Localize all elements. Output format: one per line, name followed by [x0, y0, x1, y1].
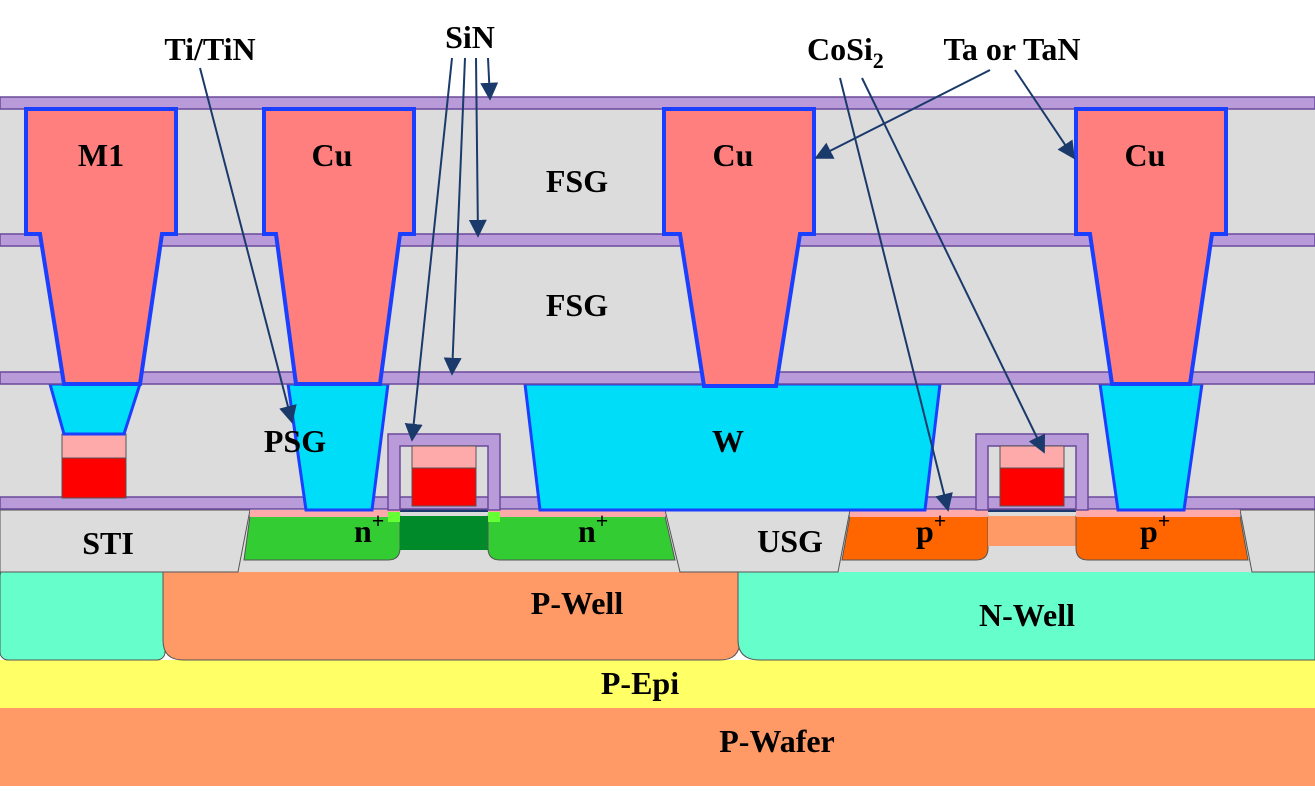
- label-p-plus-2: p+: [1140, 508, 1170, 549]
- label-n-plus-1-sup: +: [372, 508, 385, 533]
- label-p-plus-1-sup: +: [934, 508, 947, 533]
- p-plus-diffusion-left: [841, 515, 989, 561]
- label-cu-2: Cu: [713, 137, 754, 173]
- gate-n-silicide: [411, 445, 477, 469]
- arrow-ti-tin: [199, 67, 297, 424]
- cosi-strip-p1: [850, 510, 988, 517]
- label-fsg-mid: FSG: [546, 287, 608, 323]
- gate-p-poly: [999, 467, 1065, 507]
- field-poly-silicide: [61, 433, 127, 459]
- arrow-sin-3: [468, 57, 487, 238]
- label-w: W: [712, 423, 744, 459]
- label-n-plus-2-sup: +: [596, 508, 609, 533]
- gate-oxide-p: [988, 508, 1076, 512]
- label-fsg-top: FSG: [546, 163, 608, 199]
- label-p-plus-2-letter: p: [1140, 513, 1158, 549]
- sti-block: [0, 509, 251, 573]
- p-well-region: [162, 567, 741, 661]
- label-cosi-subscript: 2: [873, 48, 884, 73]
- cosi-strip-p2: [1076, 510, 1240, 517]
- label-n-well: N-Well: [979, 597, 1075, 633]
- sti-right-block: [1239, 509, 1315, 573]
- n-well-left-region: [0, 567, 166, 661]
- label-n-plus-1: n+: [354, 508, 384, 549]
- n-plus-diffusion-right: [487, 515, 676, 561]
- arrow-sin-1: [404, 57, 453, 442]
- arrow-cosi-2: [861, 77, 1046, 454]
- n-well-right-region: [737, 567, 1315, 661]
- label-ti-tin: Ti/TiN: [164, 31, 255, 67]
- w-plug-p2: [1098, 382, 1204, 512]
- gate-p-silicide: [999, 445, 1065, 469]
- spacer-n-left: [388, 512, 400, 522]
- label-m1: M1: [78, 137, 124, 173]
- cu-line-3: [1074, 107, 1228, 386]
- m1-copper: [24, 107, 178, 386]
- sin-cap-p-gate: [975, 433, 1089, 511]
- label-sti: STI: [82, 525, 134, 561]
- gate-oxide-n: [400, 508, 488, 512]
- arrow-sin-2: [443, 57, 466, 376]
- label-usg: USG: [757, 523, 823, 559]
- cu-line-2: [662, 107, 816, 388]
- label-n-plus-1-letter: n: [354, 513, 372, 549]
- arrow-cosi-1: [839, 77, 953, 512]
- label-cosi-main: CoSi: [807, 31, 873, 67]
- label-p-well: P-Well: [531, 585, 624, 621]
- p-plus-diffusion-right: [1075, 515, 1249, 561]
- label-ta-tan: Ta or TaN: [944, 31, 1081, 67]
- label-cu-1: Cu: [312, 137, 353, 173]
- label-p-plus-1-letter: p: [916, 513, 934, 549]
- cu-line-1: [262, 107, 416, 386]
- label-psg: PSG: [264, 423, 326, 459]
- label-n-plus-2: n+: [578, 508, 608, 549]
- sin-cap-top: [0, 96, 1315, 110]
- spacer-n-right: [488, 512, 500, 522]
- arrow-sin-4: [480, 57, 499, 101]
- arrow-ta-1: [814, 69, 991, 159]
- cosi-strip-n1: [250, 510, 400, 517]
- arrow-ta-2: [1014, 69, 1076, 160]
- label-sin: SiN: [445, 19, 495, 55]
- label-cu-3: Cu: [1125, 137, 1166, 173]
- cosi-strip-n2: [488, 510, 665, 517]
- p-channel: [988, 516, 1076, 546]
- leader-lines: [199, 57, 1076, 512]
- label-p-plus-1: p+: [916, 508, 946, 549]
- field-poly: [61, 457, 127, 499]
- label-p-plus-2-sup: +: [1158, 508, 1171, 533]
- p-wafer-layer: [0, 708, 1315, 786]
- w-plug-field: [48, 382, 143, 436]
- sin-cap-n-gate: [387, 433, 501, 511]
- label-p-epi: P-Epi: [601, 665, 679, 701]
- gate-n-poly: [411, 467, 477, 507]
- n-channel: [400, 516, 488, 550]
- p-epi-layer: [0, 660, 1315, 708]
- label-p-wafer: P-Wafer: [719, 723, 835, 759]
- label-n-plus-2-letter: n: [578, 513, 596, 549]
- label-cosi: CoSi2: [807, 31, 884, 73]
